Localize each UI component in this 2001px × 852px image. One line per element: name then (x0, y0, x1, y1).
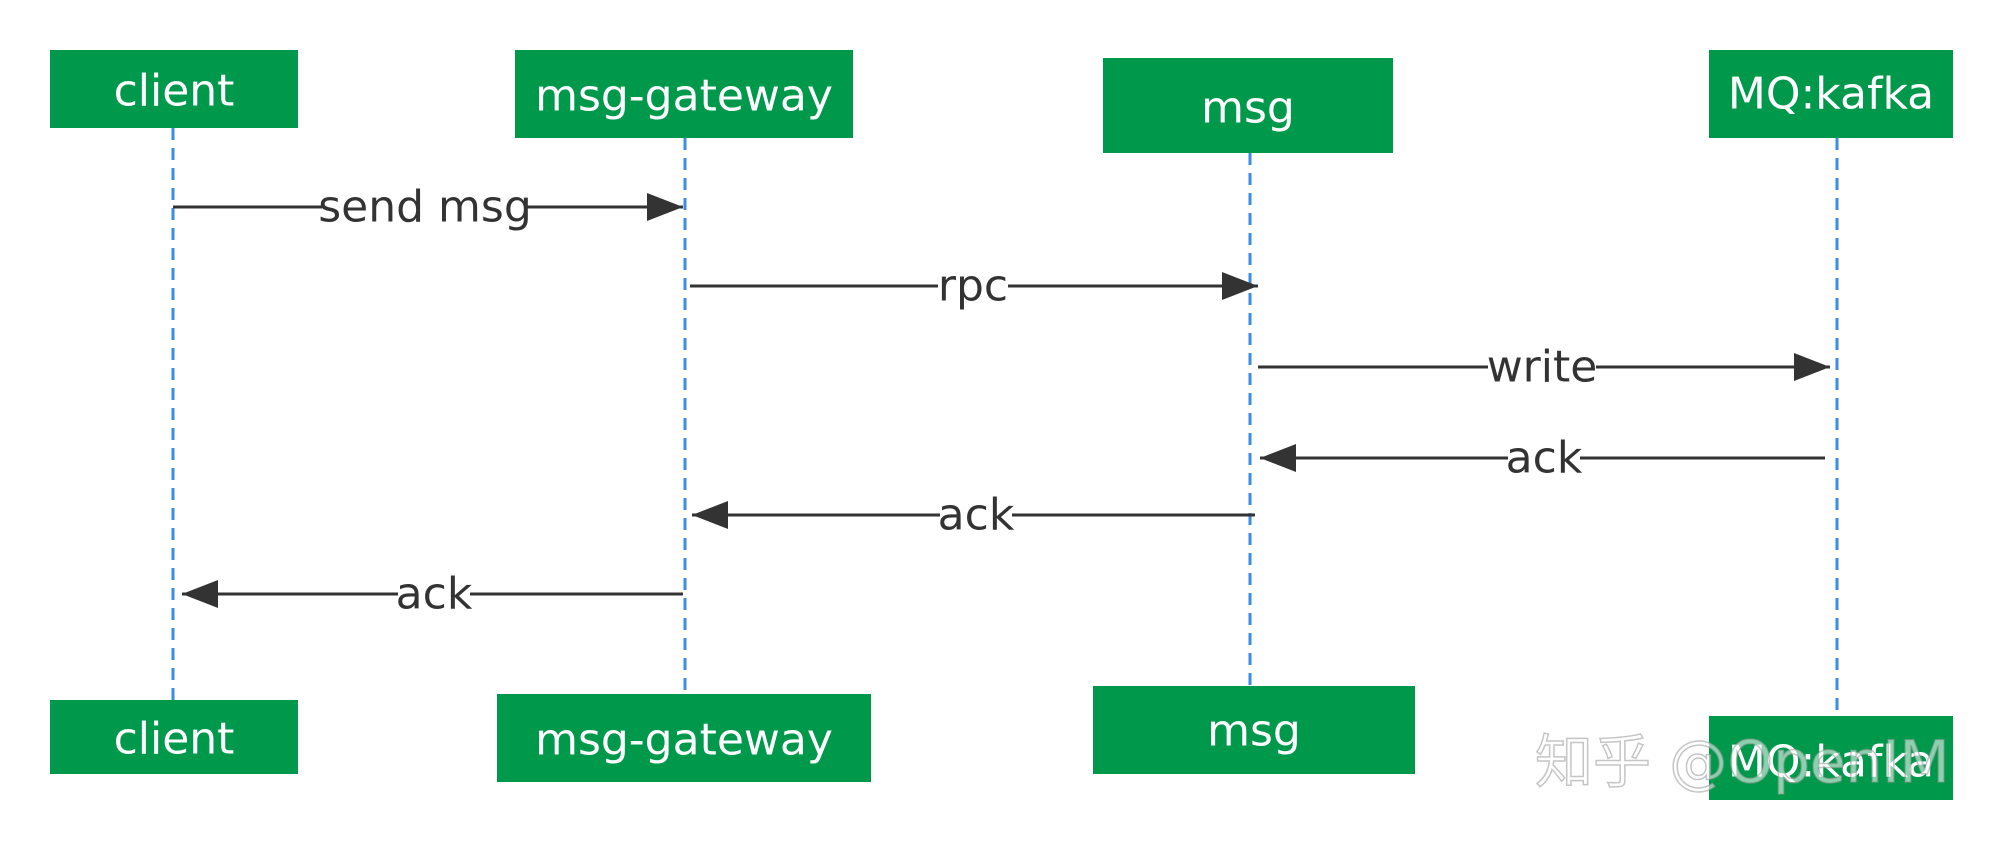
actor-label: MQ:kafka (1728, 69, 1934, 120)
message-label: ack (396, 569, 473, 620)
actor-client-top: client (50, 50, 298, 128)
message-label-bg (938, 261, 1008, 311)
message-ack-msg-to-gateway: ack (692, 490, 1255, 541)
message-label: ack (938, 490, 1015, 541)
actor-msg-gateway-bottom: msg-gateway (497, 694, 871, 782)
actor-boxes-top: client msg-gateway msg MQ:kafka (50, 50, 1953, 153)
messages: send msg rpc write ack ack (173, 182, 1830, 620)
actor-label: client (114, 66, 235, 117)
message-ack-gateway-to-client: ack (182, 569, 683, 620)
message-send-msg: send msg (173, 182, 683, 233)
message-label: send msg (318, 182, 532, 233)
message-rpc: rpc (690, 261, 1258, 312)
actor-msg-top: msg (1103, 58, 1393, 153)
watermark-text: 知乎 @OpenIM (1535, 728, 1950, 796)
actor-label: msg (1207, 706, 1301, 757)
actor-boxes-bottom: client msg-gateway msg MQ:kafka (50, 686, 1953, 800)
message-write: write (1258, 342, 1830, 393)
actor-label: msg (1201, 83, 1295, 134)
message-label-bg (1488, 342, 1596, 392)
actor-label: MQ:kafka (1728, 737, 1934, 788)
actor-msg-bottom: msg (1093, 686, 1415, 774)
actor-msg-gateway-top: msg-gateway (515, 50, 853, 138)
message-label-bg (940, 490, 1012, 540)
actor-mq-top: MQ:kafka (1709, 50, 1953, 138)
actor-label: msg-gateway (535, 71, 833, 122)
actor-client-bottom: client (50, 700, 298, 774)
message-label-bg (322, 182, 526, 232)
actor-label: msg-gateway (535, 715, 833, 766)
message-label: rpc (938, 261, 1008, 312)
message-label-bg (1508, 433, 1580, 483)
lifelines (171, 128, 1839, 718)
message-label-bg (398, 569, 470, 619)
message-label: write (1487, 342, 1598, 393)
message-label: ack (1506, 433, 1583, 484)
actor-mq-bottom: MQ:kafka (1709, 716, 1953, 800)
message-ack-mq-to-msg: ack (1260, 433, 1825, 484)
actor-label: client (114, 714, 235, 765)
